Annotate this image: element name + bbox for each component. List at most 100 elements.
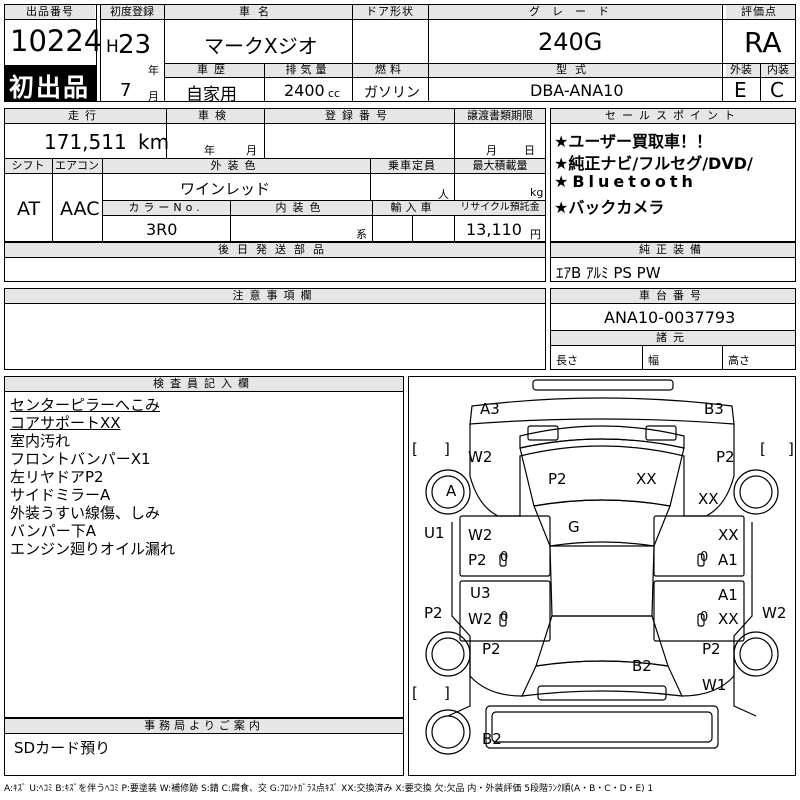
code-p2-hood: P2 [548,470,567,488]
bracket-l1: [ [412,440,418,458]
code-xx-hood: XX [636,470,657,488]
code-g-center: G [568,518,580,536]
aircon: AAC [60,198,100,220]
inspector-label: 検査員記入欄 [153,377,255,390]
history: 自家用 [186,85,237,105]
capacity-label: 乗車定員 [388,159,436,172]
inspector-line-9: エンジン廻りオイル漏れ [10,540,176,558]
month-unit: 月 [148,90,159,103]
import-label: 輸入車 [390,201,436,214]
recycle-fee: 13,110 [466,220,522,239]
sales-points-label: セールスポイント [605,109,741,122]
later-parts-label: 後日発送部品 [218,243,332,256]
bracket-l2: [ [760,440,766,458]
displacement-unit: cc [328,87,341,100]
fuel: ガソリン [364,85,420,101]
interior-score: C [770,78,784,102]
reg-no-label: 登録番号 [325,109,393,122]
recycle-label: リサイクル預託金 [460,202,540,213]
reg-month: 7 [120,80,132,101]
specs-label: 諸元 [656,331,690,344]
sales-points-panel [550,108,796,242]
exterior-score: E [734,78,747,102]
color-no: 3R0 [146,220,178,239]
inspector-line-2: コアサポートXX [10,414,121,432]
car-name: マークXジオ [204,34,318,58]
code-w2-fl: W2 [468,448,493,466]
lot-no-label: 出品番号 [26,5,74,18]
sales-point-1: ★ユーザー買取車！！ [554,132,713,151]
details-panel [4,108,546,242]
load-unit: kg [530,186,544,199]
chassis-label: 車台番号 [639,289,707,302]
inspector-line-7: 外装うすい線傷、しみ [10,504,161,522]
insp-month-unit: 月 [246,144,257,157]
year-unit: 年 [148,64,159,77]
lot-number: 10224 [10,24,103,58]
model-code: DBA-ANA10 [530,81,624,100]
transfer-month-unit: 月 [486,144,497,157]
door-label: ドア形状 [366,5,414,18]
color-no-label: カラーNo. [128,201,204,214]
bracket-r3: ] [444,684,450,702]
shift-label: シフト [11,159,45,172]
fuel-label: 燃料 [375,63,405,76]
inspector-line-5: 左リヤドアP2 [10,468,104,486]
history-label: 車歴 [197,63,231,76]
code-a-circle: A [446,482,457,500]
car-diagram [425,379,779,755]
genuine-equipment-label: 純正装備 [639,243,707,256]
inspector-panel [4,376,404,718]
inspector-line-1: センターピラーへこみ [10,396,161,414]
width-label: 幅 [648,354,659,367]
chassis-number: ANA10-0037793 [604,308,736,327]
notes-label: 注意事項欄 [232,289,318,302]
code-b2-bottom: B2 [482,730,502,748]
max-load-label: 最大積載量 [472,159,528,172]
inspector-line-3: 室内汚れ [10,432,71,450]
exterior-label: 外装 [730,63,752,76]
bracket-l3: [ [412,684,418,702]
transfer-label: 譲渡書類期限 [467,109,533,122]
code-a1-rr: A1 [718,586,738,604]
bracket-r1: ] [444,440,450,458]
inspection-label: 車検 [198,109,232,122]
int-color-label: 内装色 [275,201,327,214]
sales-point-4: ★バックカメラ [554,198,665,217]
ext-color-label: 外装色 [210,159,262,172]
capacity-unit: 人 [438,188,449,201]
code-xx-right: XX [698,490,719,508]
code-p2-rr: P2 [702,640,721,658]
interior-label: 内装 [767,63,789,76]
aircon-label: エアコン [55,159,99,172]
reg-year: 23 [118,30,152,60]
inspector-line-8: バンパー下A [10,522,97,540]
code-p2-lf: P2 [468,551,487,569]
code-b2-mid: B2 [632,657,652,675]
inspector-line-4: フロントバンパーX1 [10,450,151,468]
code-zero-4: 0 [700,610,709,625]
mileage-unit: km [138,130,170,154]
code-w1: W1 [702,676,727,694]
mileage-label: 走行 [68,109,102,122]
code-w2-lr: W2 [468,610,493,628]
grade-label: グレード [529,5,621,18]
displacement: 2400 [284,81,325,100]
grade: 240G [538,28,603,56]
first-listing-badge [4,65,96,102]
sales-point-2: ★純正ナビ/フルセグ/DVD/ [554,154,753,173]
legend: A:ｷｽﾞ U:ﾍｺﾐ B:ｷｽﾞを伴うﾍｺﾐ P:要塗装 W:補修跡 S:錆 … [4,784,654,794]
overall-score: RA [744,26,782,59]
code-p2-fr: P2 [716,448,735,466]
code-zero-2: 0 [700,550,709,565]
recycle-unit: 円 [530,228,541,241]
length-label: 長さ [556,354,578,367]
office-label: 事務局よりご案内 [144,719,264,732]
car-name-label: 車名 [239,5,277,18]
code-zero-1: 0 [500,550,509,565]
insp-year-unit: 年 [204,144,215,157]
code-p2-side-l: P2 [424,604,443,622]
code-a3: A3 [480,400,500,418]
int-color-unit: 系 [356,228,367,241]
code-w2-lf: W2 [468,526,493,544]
